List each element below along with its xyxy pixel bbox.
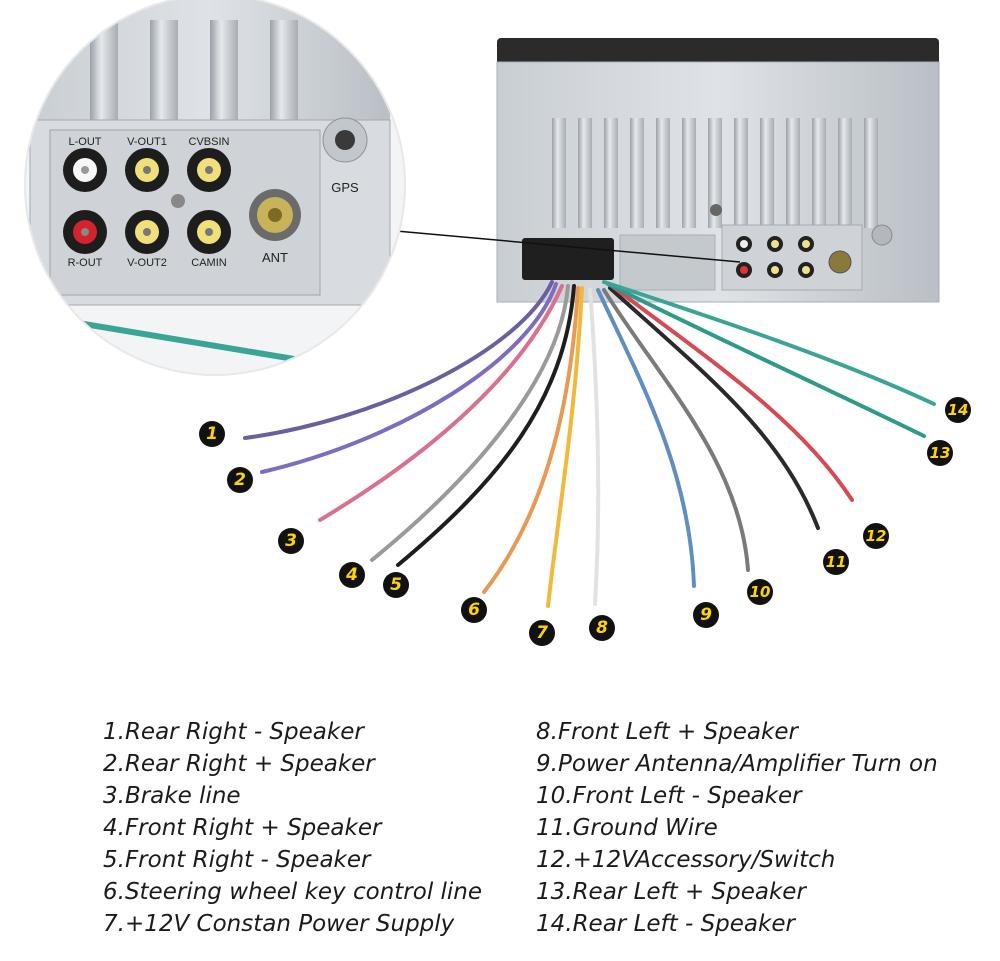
port-label-v-out2: V-OUT2 bbox=[127, 257, 167, 269]
badge-circle bbox=[383, 572, 409, 598]
badge-circle bbox=[823, 549, 849, 575]
legend-item: 2.Rear Right + Speaker bbox=[103, 751, 375, 777]
badge-circle bbox=[945, 397, 971, 423]
wire-7 bbox=[546, 286, 584, 608]
legend-item: 14.Rear Left - Speaker bbox=[536, 911, 795, 937]
legend-item: 12.+12VAccessory/Switch bbox=[536, 847, 836, 873]
wire-6 bbox=[482, 286, 580, 594]
port-label-gps: GPS bbox=[331, 180, 359, 195]
badge-circle bbox=[589, 615, 615, 641]
legend-item: 8.Front Left + Speaker bbox=[536, 719, 798, 745]
zoom-detail: L-OUT V-OUT1 CVBSIN R-OUT V-OUT2 CAMIN A… bbox=[24, 0, 406, 376]
badge-number: 11 bbox=[826, 553, 847, 571]
badge-number: 3 bbox=[285, 531, 297, 551]
badge-number: 2 bbox=[234, 470, 246, 490]
badge-circle bbox=[278, 528, 304, 554]
legend-right-column: 8.Front Left + Speaker 9.Power Antenna/A… bbox=[536, 716, 938, 940]
port-label-r-out: R-OUT bbox=[68, 257, 103, 269]
badge-number: 8 bbox=[596, 618, 608, 638]
legend-item: 6.Steering wheel key control line bbox=[103, 879, 483, 905]
head-unit bbox=[496, 38, 940, 303]
legend-item: 13.Rear Left + Speaker bbox=[536, 879, 806, 905]
wire-badge-2: 2 bbox=[227, 467, 253, 493]
port-label-camin: CAMIN bbox=[191, 257, 227, 269]
badge-circle bbox=[747, 579, 773, 605]
badge-number: 13 bbox=[930, 444, 951, 462]
wire-3 bbox=[318, 284, 564, 522]
badge-number: 5 bbox=[390, 575, 402, 595]
zoom-pointer-line bbox=[384, 229, 741, 263]
badge-circle bbox=[529, 620, 555, 646]
legend-item: 9.Power Antenna/Amplifier Turn on bbox=[536, 751, 938, 777]
wire-13 bbox=[606, 282, 926, 438]
wire-badge-10: 10 bbox=[747, 579, 773, 605]
legend-left-column: 1.Rear Right - Speaker 2.Rear Right + Sp… bbox=[103, 716, 482, 940]
wire-badge-12: 12 bbox=[863, 523, 889, 549]
wire-badge-8: 8 bbox=[589, 615, 615, 641]
legend-item: 11.Ground Wire bbox=[536, 815, 718, 841]
badge-number: 7 bbox=[536, 623, 548, 643]
legend-item: 1.Rear Right - Speaker bbox=[103, 719, 364, 745]
wire-5 bbox=[396, 284, 576, 567]
wire-4 bbox=[370, 284, 570, 562]
wire-9 bbox=[596, 288, 696, 588]
badge-number: 4 bbox=[345, 565, 358, 585]
legend-item: 4.Front Right + Speaker bbox=[103, 815, 382, 841]
legend-item: 5.Front Right - Speaker bbox=[103, 847, 371, 873]
badge-circle bbox=[863, 523, 889, 549]
legend-item: 3.Brake line bbox=[103, 783, 241, 809]
wiring-diagram: L-OUT V-OUT1 CVBSIN R-OUT V-OUT2 CAMIN A… bbox=[24, 0, 971, 646]
port-label-cvbsin: CVBSIN bbox=[189, 136, 230, 148]
wire-10 bbox=[602, 288, 750, 572]
wire-1 bbox=[243, 280, 554, 440]
badge-circle bbox=[461, 597, 487, 623]
wire-badge-13: 13 bbox=[927, 440, 953, 466]
wire-badge-11: 11 bbox=[823, 549, 849, 575]
wire-badge-3: 3 bbox=[278, 528, 304, 554]
wire-badge-6: 6 bbox=[461, 597, 487, 623]
legend-item: 7.+12V Constan Power Supply bbox=[103, 911, 455, 937]
badge-number: 10 bbox=[750, 583, 771, 601]
cooling-fins bbox=[552, 118, 878, 228]
wire-badge-1: 1 bbox=[199, 421, 225, 447]
wire-badge-9: 9 bbox=[693, 602, 719, 628]
badge-circle bbox=[339, 562, 365, 588]
wire-8 bbox=[588, 288, 601, 606]
wire-12 bbox=[610, 284, 854, 502]
wire-badge-4: 4 bbox=[339, 562, 365, 588]
badge-circle bbox=[927, 440, 953, 466]
wire-2 bbox=[260, 282, 558, 474]
wire-14 bbox=[602, 280, 936, 406]
port-label-ant: ANT bbox=[262, 250, 288, 265]
badge-circle bbox=[693, 602, 719, 628]
wire-badge-5: 5 bbox=[383, 572, 409, 598]
badge-number: 9 bbox=[700, 605, 712, 625]
port-label-v-out1: V-OUT1 bbox=[127, 136, 167, 148]
wire-badge-7: 7 bbox=[529, 620, 555, 646]
legend-item: 10.Front Left - Speaker bbox=[536, 783, 802, 809]
badge-circle bbox=[199, 421, 225, 447]
badge-number: 1 bbox=[206, 424, 218, 444]
wire-badge-14: 14 bbox=[945, 397, 971, 423]
wires bbox=[243, 280, 936, 608]
badge-number: 6 bbox=[468, 600, 480, 620]
badge-circle bbox=[227, 467, 253, 493]
wire-11 bbox=[608, 286, 820, 530]
badge-number: 14 bbox=[948, 401, 969, 419]
badge-number: 12 bbox=[866, 527, 887, 545]
port-label-l-out: L-OUT bbox=[69, 136, 102, 148]
